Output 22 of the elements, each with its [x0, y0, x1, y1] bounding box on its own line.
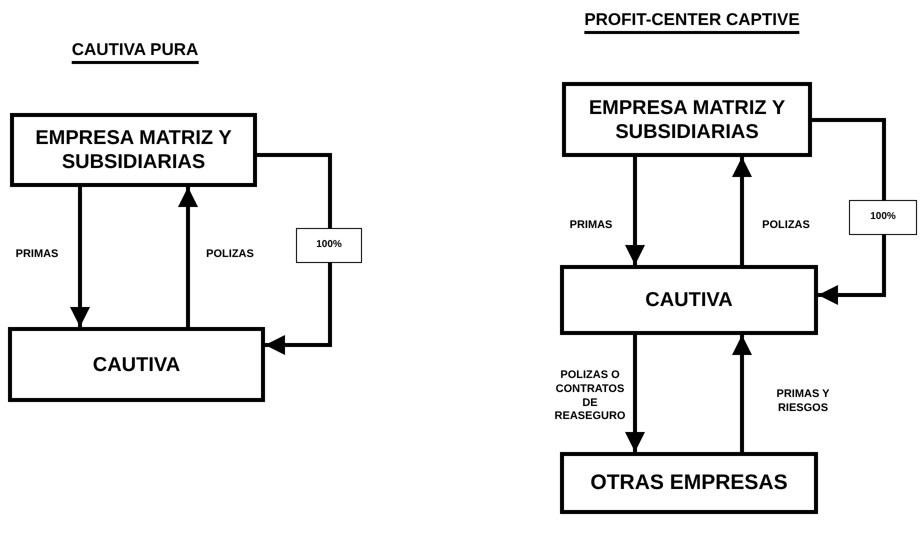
arrow: [257, 153, 332, 355]
process-box: [560, 452, 818, 514]
process-box: [560, 265, 818, 335]
arrow: [732, 335, 752, 452]
arrow: [625, 157, 645, 265]
box-label: CAUTIVA: [92, 352, 180, 376]
panel-heading: PROFIT-CENTER CAPTIVE: [584, 10, 800, 34]
arrow: [812, 118, 886, 305]
arrow: [178, 187, 198, 327]
box-label: CAUTIVA: [645, 288, 733, 312]
box-label: OTRAS EMPRESAS: [590, 470, 788, 496]
arrow: [625, 335, 645, 452]
arrow: [70, 187, 90, 327]
panel-heading: CAUTIVA PURA: [72, 40, 198, 64]
box-label: EMPRESA MATRIZ Y SUBSIDIARIAS: [588, 96, 786, 144]
arrow: [732, 157, 752, 265]
process-box: [10, 113, 257, 187]
percentage-label: 100%: [849, 200, 917, 234]
percentage-label: 100%: [296, 228, 362, 262]
box-label: EMPRESA MATRIZ Y SUBSIDIARIAS: [34, 126, 233, 174]
process-box: [562, 82, 812, 157]
process-box: [8, 327, 265, 402]
